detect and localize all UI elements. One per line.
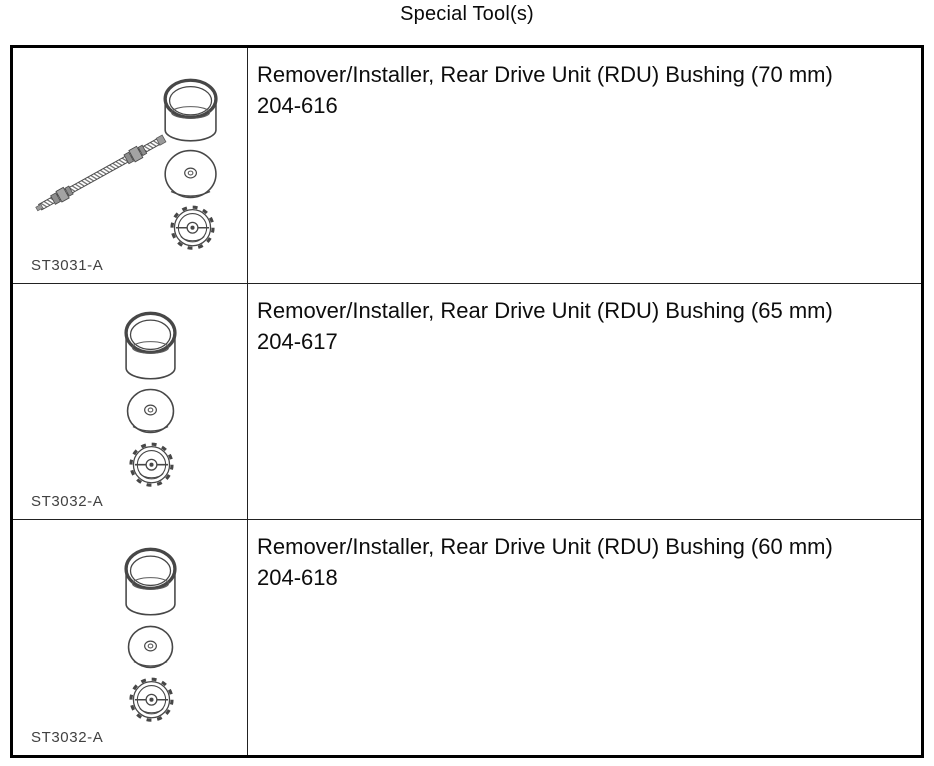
tool-number: 204-618 <box>257 565 338 590</box>
tool-kit-cup-disc-nut-icon <box>124 311 177 487</box>
page-title: Special Tool(s) <box>400 3 534 25</box>
tool-id-label: ST3032-A <box>31 729 104 746</box>
tool-id-label: ST3031-A <box>31 257 104 274</box>
tool-description-cell: Remover/Installer, Rear Drive Unit (RDU)… <box>248 520 921 755</box>
tool-description: Remover/Installer, Rear Drive Unit (RDU)… <box>257 62 833 87</box>
tool-id-label: ST3032-A <box>31 493 104 510</box>
tool-description-cell: Remover/Installer, Rear Drive Unit (RDU)… <box>248 48 921 284</box>
tool-kit-rod-cup-disc-nut-icon <box>35 78 218 250</box>
tool-description-cell: Remover/Installer, Rear Drive Unit (RDU)… <box>248 284 921 520</box>
tool-kit-cup-disc-nut-icon <box>124 547 177 722</box>
special-tools-table: ST3031-A Remover/Installer, Rear Drive U… <box>10 45 924 758</box>
tool-number: 204-616 <box>257 93 338 118</box>
tool-description: Remover/Installer, Rear Drive Unit (RDU)… <box>257 534 833 559</box>
tool-illustration-cell: ST3031-A <box>13 48 248 284</box>
tool-illustration-cell: ST3032-A <box>13 284 248 520</box>
tool-number: 204-617 <box>257 329 338 354</box>
tool-illustration-cell: ST3032-A <box>13 520 248 755</box>
tool-description: Remover/Installer, Rear Drive Unit (RDU)… <box>257 298 833 323</box>
